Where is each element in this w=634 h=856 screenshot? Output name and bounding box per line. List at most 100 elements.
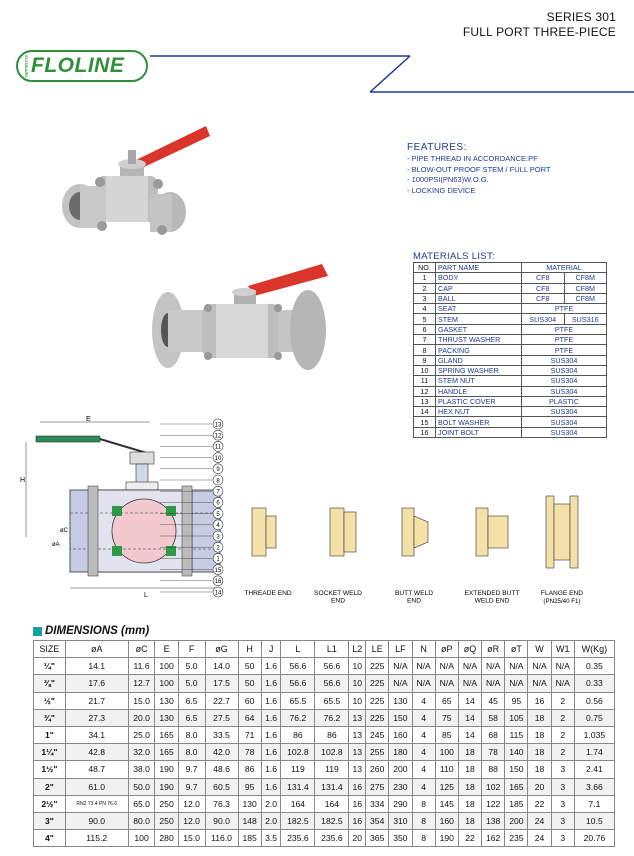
materials-cell: SUS304 xyxy=(521,354,607,366)
dimension-cell: 162 xyxy=(481,829,506,848)
dimension-cell: 190 xyxy=(154,760,179,779)
dimension-cell: 2 xyxy=(550,725,575,745)
dimension-cell: 200 xyxy=(504,811,529,831)
dimension-cell: 1.6 xyxy=(260,777,282,796)
callout-number: 8 xyxy=(216,478,220,484)
flanged-valve-photo xyxy=(152,264,328,370)
dimension-cell: 14 xyxy=(457,708,483,727)
materials-cell: GLAND xyxy=(435,354,522,366)
dimension-cell: 130 xyxy=(237,794,262,813)
dimension-cell: N/A xyxy=(527,657,552,676)
materials-cell: SUS304 xyxy=(521,313,565,325)
dimension-cell: N/A xyxy=(434,657,459,676)
dimensions-header-cell: SIZE xyxy=(33,639,66,659)
size-cell: ¼" xyxy=(33,657,66,676)
materials-cell: 8 xyxy=(413,344,436,356)
dimension-cell: 7.1 xyxy=(573,794,616,813)
dimension-cell: 65.0 xyxy=(127,794,156,813)
dimension-cell: 235.6 xyxy=(314,829,350,848)
dimension-cell: 38.0 xyxy=(127,760,156,779)
size-cell: 3" xyxy=(33,811,66,831)
materials-cell: BALL xyxy=(435,292,522,305)
callout-number: 12 xyxy=(215,434,222,440)
callout-number: 3 xyxy=(216,534,220,540)
dimension-cell: 78 xyxy=(237,743,262,762)
dimension-cell: 100 xyxy=(154,657,179,676)
dimension-cell: 4 xyxy=(411,725,436,745)
materials-cell: CAP xyxy=(435,282,522,294)
dimension-cell: 16 xyxy=(348,777,367,796)
callout-number: 9 xyxy=(216,467,220,473)
dimension-cell: 18 xyxy=(527,760,552,779)
header-rule xyxy=(150,55,634,93)
dimension-cell: N/A xyxy=(550,674,575,693)
dimension-cell: 115 xyxy=(504,725,529,745)
dimension-cell: 4 xyxy=(411,760,436,779)
dimension-cell: 14.0 xyxy=(204,657,239,676)
materials-cell: 4 xyxy=(413,303,436,315)
dimension-cell: 2 xyxy=(550,708,575,727)
materials-cell: PTFE xyxy=(521,344,607,356)
dimension-cell: 88 xyxy=(481,760,506,779)
dimension-cell: 182.5 xyxy=(314,811,350,831)
materials-cell: SUS304 xyxy=(521,385,607,397)
dim-L-label: L xyxy=(144,592,148,599)
dimension-cell: 65.5 xyxy=(314,691,350,710)
dimension-cell: 14 xyxy=(457,725,483,745)
callout-number: 4 xyxy=(216,523,220,529)
dimension-cell: 50 xyxy=(237,657,262,676)
dimension-cell: 10 xyxy=(348,691,367,710)
dimension-cell: 48.7 xyxy=(64,760,129,779)
dimension-cell: 8.0 xyxy=(177,743,206,762)
dimension-cell: 10 xyxy=(348,657,367,676)
dimension-cell: 3 xyxy=(550,829,575,848)
dimension-cell: 17.6 xyxy=(64,674,129,693)
dimension-cell: 138 xyxy=(481,811,506,831)
dimension-cell: 95 xyxy=(237,777,262,796)
dimensions-header-cell: LF xyxy=(388,639,413,659)
dimension-cell: 190 xyxy=(154,777,179,796)
dimension-cell: 130 xyxy=(154,691,179,710)
size-cell: 2" xyxy=(33,777,66,796)
dimension-cell: 165 xyxy=(154,725,179,745)
dimensions-header-cell: øC xyxy=(127,639,156,659)
dimensions-header-cell: W xyxy=(527,639,552,659)
dimension-cell: 2.41 xyxy=(573,760,616,779)
dimension-cell: N/A xyxy=(411,657,436,676)
dimension-cell: 50.0 xyxy=(127,777,156,796)
dimension-cell: 17.5 xyxy=(204,674,239,693)
dimension-cell: 12.0 xyxy=(177,794,206,813)
dimension-cell: 24 xyxy=(527,829,552,848)
callout-balloon xyxy=(212,418,224,430)
dimension-cell: 110 xyxy=(434,760,459,779)
dimension-cell: 102.8 xyxy=(314,743,350,762)
dimension-cell: 0.35 xyxy=(573,657,616,676)
dimension-cell: 3 xyxy=(550,794,575,813)
dimension-cell: 45 xyxy=(481,691,506,710)
materials-cell: PACKING xyxy=(435,344,522,356)
dimension-cell: N/A xyxy=(550,657,575,676)
dimension-cell: 64 xyxy=(237,708,262,727)
materials-cell: BODY xyxy=(435,272,522,284)
dimension-cell: 15.0 xyxy=(177,829,206,848)
dimension-cell: 18 xyxy=(457,760,483,779)
dimensions-header-cell: øG xyxy=(204,639,239,659)
dimension-cell: 50 xyxy=(237,674,262,693)
dimension-cell: 27.3 xyxy=(64,708,129,727)
dimension-cell: 18 xyxy=(527,725,552,745)
dimension-cell: 115.2 xyxy=(64,829,129,848)
dimension-cell: 275 xyxy=(365,777,390,796)
dimension-cell: 150 xyxy=(504,760,529,779)
dimension-cell: 56.6 xyxy=(314,674,350,693)
callout-balloon xyxy=(212,429,224,441)
dimension-cell: 3.66 xyxy=(573,777,616,796)
size-cell: 1" xyxy=(33,725,66,745)
materials-cell: 11 xyxy=(413,375,436,387)
